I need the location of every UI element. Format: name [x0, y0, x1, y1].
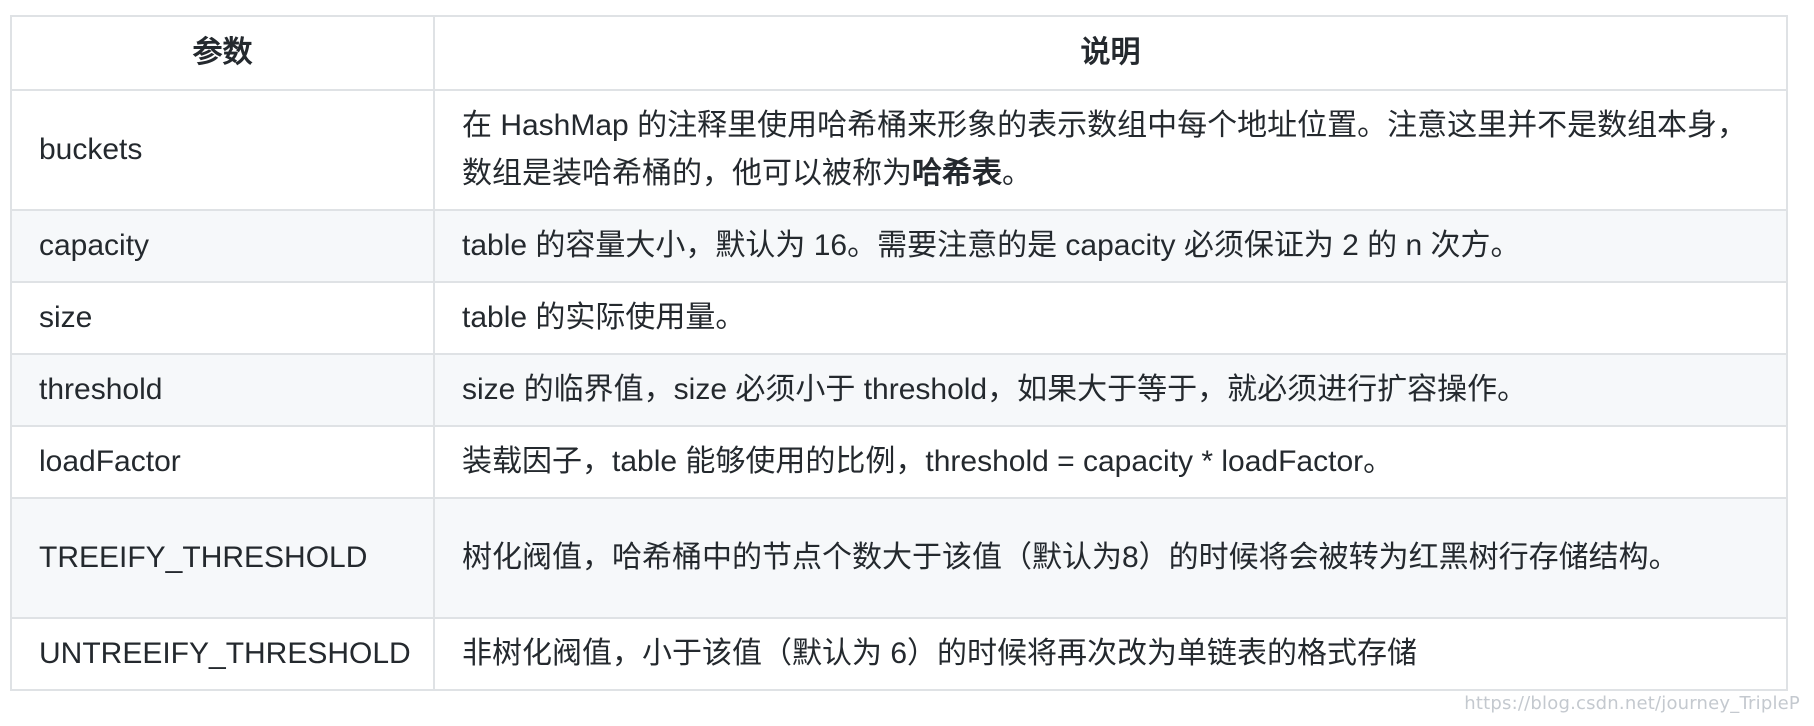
parameter-table: 参数 说明 buckets 在 HashMap 的注释里使用哈希桶来形象的表示数… — [10, 15, 1788, 691]
table-row: size table 的实际使用量。 — [10, 281, 1788, 355]
param-cell: UNTREEIFY_THRESHOLD — [10, 617, 435, 691]
description-cell: table 的实际使用量。 — [433, 281, 1788, 355]
table-row: threshold size 的临界值，size 必须小于 threshold，… — [10, 353, 1788, 427]
description-cell: 在 HashMap 的注释里使用哈希桶来形象的表示数组中每个地址位置。注意这里并… — [433, 89, 1788, 211]
parameter-table-container: 参数 说明 buckets 在 HashMap 的注释里使用哈希桶来形象的表示数… — [10, 15, 1788, 691]
param-cell: size — [10, 281, 435, 355]
description-cell: size 的临界值，size 必须小于 threshold，如果大于等于，就必须… — [433, 353, 1788, 427]
param-cell: capacity — [10, 209, 435, 283]
table-row: loadFactor 装载因子，table 能够使用的比例，threshold … — [10, 425, 1788, 499]
header-param: 参数 — [10, 15, 435, 91]
param-cell: threshold — [10, 353, 435, 427]
param-cell: loadFactor — [10, 425, 435, 499]
param-cell: TREEIFY_THRESHOLD — [10, 497, 435, 619]
description-bold-term: 哈希表 — [912, 157, 1002, 190]
description-cell: 装载因子，table 能够使用的比例，threshold = capacity … — [433, 425, 1788, 499]
table-row: buckets 在 HashMap 的注释里使用哈希桶来形象的表示数组中每个地址… — [10, 89, 1788, 211]
description-cell: 非树化阀值，小于该值（默认为 6）的时候将再次改为单链表的格式存储 — [433, 617, 1788, 691]
description-cell: table 的容量大小，默认为 16。需要注意的是 capacity 必须保证为… — [433, 209, 1788, 283]
table-row: capacity table 的容量大小，默认为 16。需要注意的是 capac… — [10, 209, 1788, 283]
description-text: 在 HashMap 的注释里使用哈希桶来形象的表示数组中每个地址位置。注意这里并… — [462, 109, 1748, 190]
description-text-end: 。 — [1002, 157, 1032, 190]
watermark: https://blog.csdn.net/journey_TripleP — [1464, 693, 1800, 714]
param-cell: buckets — [10, 89, 435, 211]
header-description: 说明 — [433, 15, 1788, 91]
table-header-row: 参数 说明 — [10, 15, 1788, 91]
table-row: UNTREEIFY_THRESHOLD 非树化阀值，小于该值（默认为 6）的时候… — [10, 617, 1788, 691]
description-cell: 树化阀值，哈希桶中的节点个数大于该值（默认为8）的时候将会被转为红黑树行存储结构… — [433, 497, 1788, 619]
table-row: TREEIFY_THRESHOLD 树化阀值，哈希桶中的节点个数大于该值（默认为… — [10, 497, 1788, 619]
